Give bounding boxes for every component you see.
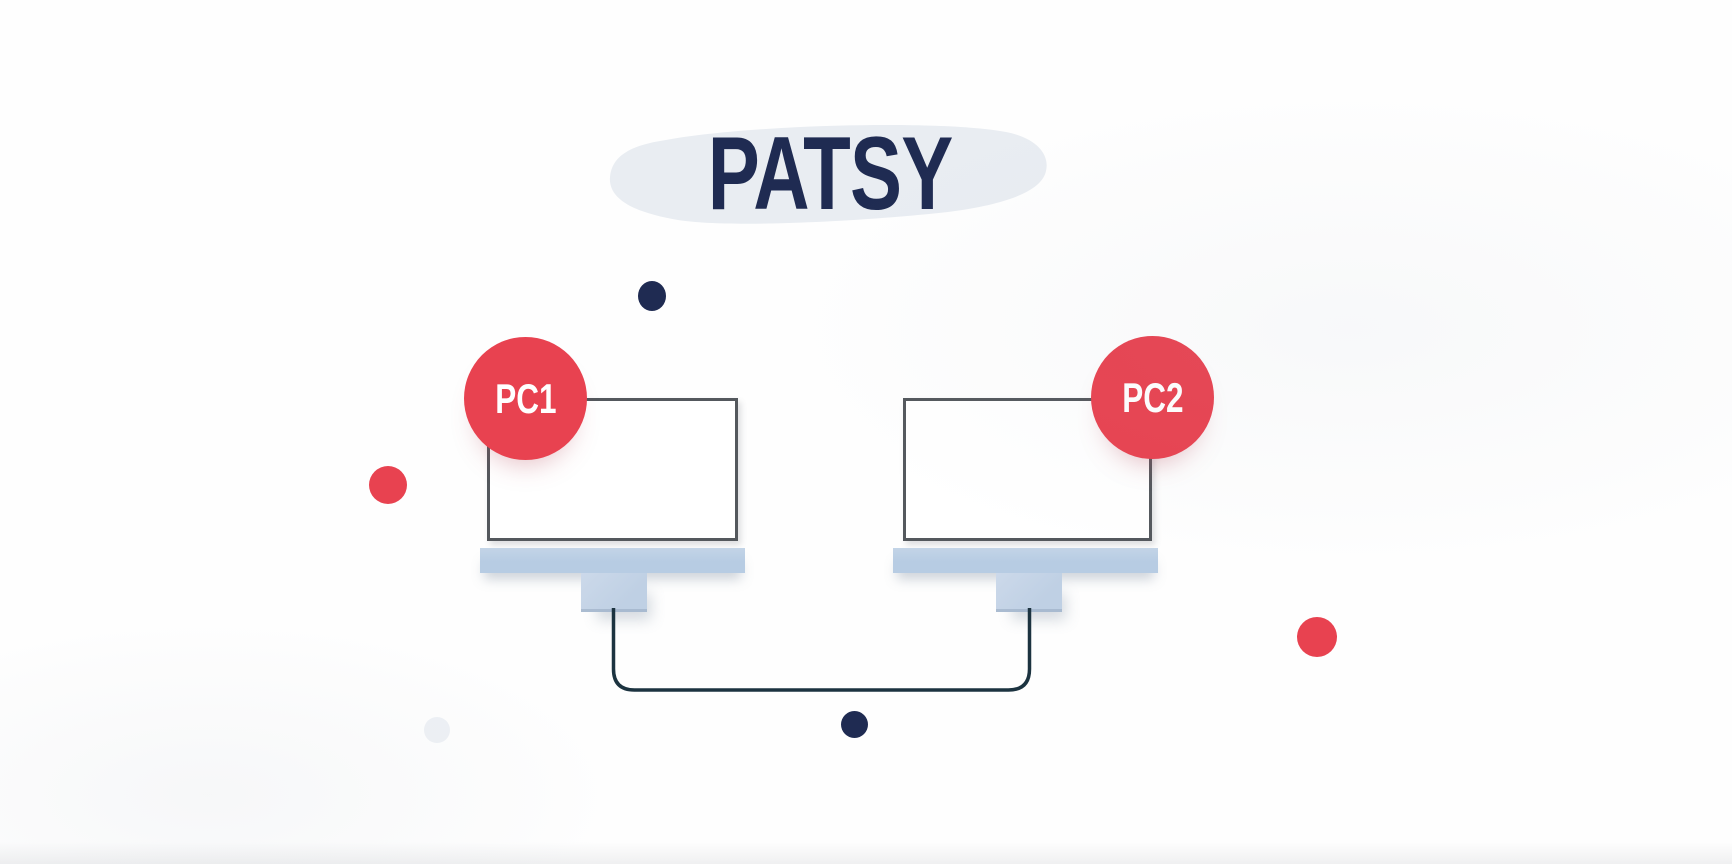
pc2-label-badge: PC2 xyxy=(1091,336,1214,459)
pc1-monitor-screen xyxy=(487,398,738,541)
navy-dot-top xyxy=(638,281,666,311)
pc1-monitor-base xyxy=(480,548,745,573)
navy-dot-bottom xyxy=(841,711,868,738)
red-dot-right xyxy=(1297,617,1337,657)
title-highlight-blob xyxy=(609,125,1047,224)
pc2-monitor-base xyxy=(893,548,1158,573)
red-dot-left xyxy=(369,466,407,504)
page-title-text: PATSY xyxy=(707,116,953,232)
computer-pc2: PC2 xyxy=(893,336,1214,616)
title-banner: PATSY xyxy=(604,114,1056,236)
pc2-monitor-stand xyxy=(996,573,1062,612)
pc1-monitor-stand xyxy=(581,573,647,612)
computer-pc1: PC1 xyxy=(464,337,745,616)
pc2-label: PC2 xyxy=(1121,373,1184,421)
pc1-label-badge: PC1 xyxy=(464,337,587,460)
ghost-dot xyxy=(424,717,450,743)
page-title: PATSY xyxy=(604,122,1056,226)
pc1-label: PC1 xyxy=(494,374,557,422)
